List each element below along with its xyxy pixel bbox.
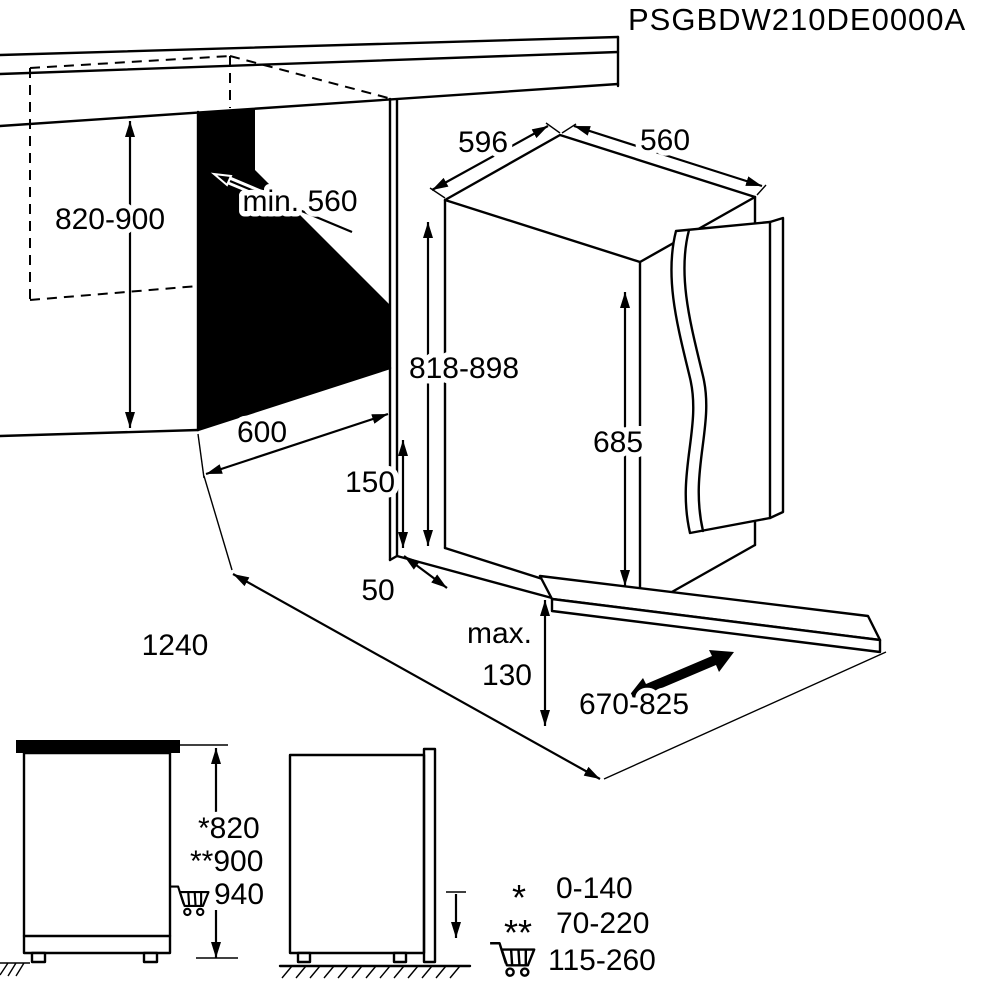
legend-row-cart: 115-260 <box>488 942 656 977</box>
side-view-freestanding <box>0 740 180 977</box>
dimension-furniture-door-height: 685 <box>587 292 649 586</box>
dimension-label-side-gap: 50 <box>361 574 394 607</box>
dimension-niche-width: 600 <box>197 372 391 479</box>
open-door-drawing <box>538 574 882 654</box>
dimension-label-furniture-door-height: 685 <box>593 426 643 459</box>
dimension-total-depth-door-open: 1240 <box>136 475 887 780</box>
furniture-door-panel-drawing <box>670 216 785 535</box>
dimension-label-plinth-recess-value: 130 <box>482 659 532 692</box>
dimension-appliance-height: 818-898 <box>403 222 525 546</box>
dimension-appliance-depth: 560 <box>561 119 767 196</box>
legend-symbol-double-star: ** <box>504 912 532 953</box>
dimension-label-appliance-width: 596 <box>458 126 508 159</box>
dimension-appliance-width: 596 <box>429 121 561 199</box>
dimension-plinth-height: 150 <box>339 440 408 548</box>
side-view-built-in <box>278 747 472 979</box>
legend-row-star: * 0-140 <box>512 872 633 918</box>
legend-value-cart: 115-260 <box>548 944 656 977</box>
legend-value-double-star: 70-220 <box>556 907 649 940</box>
legend: * 0-140 ** 70-220 115-260 <box>488 872 656 977</box>
dimension-label-plinth-height: 150 <box>345 466 395 499</box>
counter-drawing <box>0 35 620 128</box>
dimension-label-total-depth: 1240 <box>142 629 209 662</box>
hidden-edges <box>29 55 393 301</box>
dimension-furniture-door-width: 670-825 <box>573 683 694 727</box>
model-code: PSGBDW210DE0000A <box>628 2 966 37</box>
dimension-label-niche-width: 600 <box>237 416 287 449</box>
dimension-side-gap: 50 <box>356 555 448 613</box>
height-label-cart: 940 <box>214 878 264 911</box>
legend-symbol-star: * <box>512 877 526 918</box>
dimension-label-niche-height: 820-900 <box>55 203 165 236</box>
niche-shadow-fill <box>198 109 390 430</box>
dimension-niche-min-depth: min. 560 <box>210 172 363 236</box>
dimension-label-appliance-height: 818-898 <box>409 352 519 385</box>
dimension-label-appliance-depth: 560 <box>640 124 690 157</box>
side-view-height-dimension: *820 **900 940 <box>168 744 270 959</box>
cart-icon <box>168 885 210 917</box>
dimension-niche-height: 820-900 <box>49 121 171 428</box>
dimension-label-furniture-door-width: 670-825 <box>579 688 689 721</box>
worktop-slab <box>16 740 180 753</box>
height-label-double-star: **900 <box>190 845 263 878</box>
dimension-plinth-recess: max. 130 <box>461 600 550 726</box>
legend-row-double-star: ** 70-220 <box>504 907 649 953</box>
legend-value-star: 0-140 <box>556 872 633 905</box>
dimension-label-niche-min-depth: min. 560 <box>242 185 357 218</box>
height-label-star: *820 <box>198 812 260 845</box>
slide-direction-arrow <box>628 650 734 699</box>
dimension-label-plinth-recess-max: max. <box>467 617 532 650</box>
